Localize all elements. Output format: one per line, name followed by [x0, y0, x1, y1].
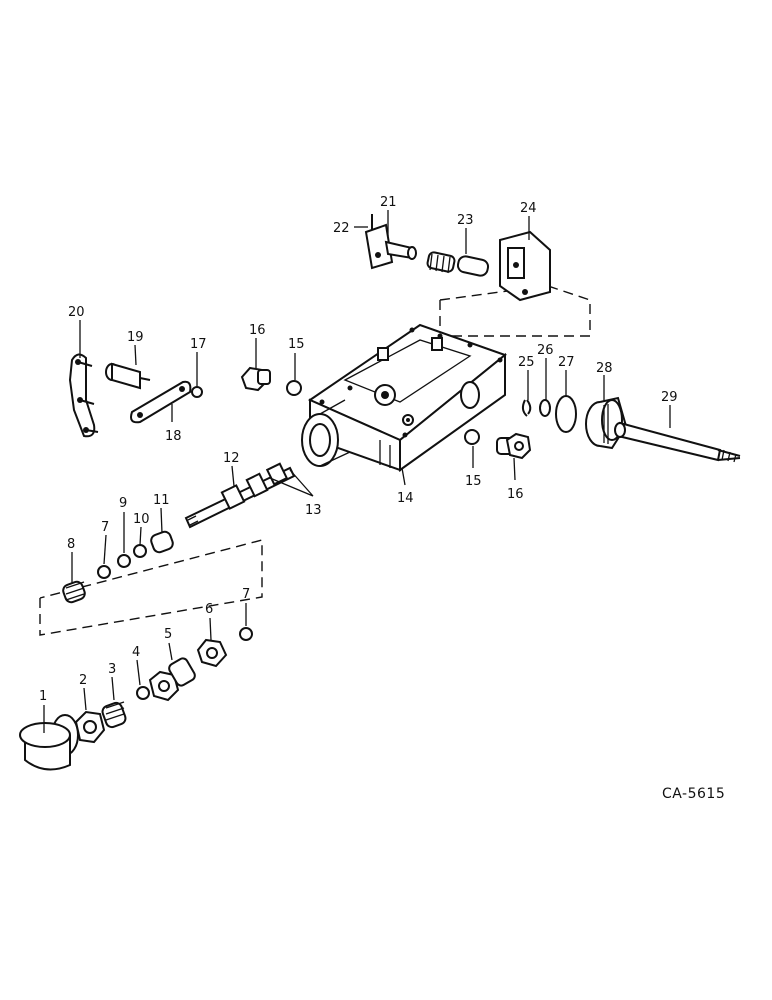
part-21-bracket: [364, 223, 417, 270]
part-2-nut: [74, 710, 106, 744]
callout-20: 20: [68, 305, 85, 320]
part-15-washer-a: [286, 380, 302, 396]
part-23-spring: [426, 251, 490, 277]
callout-25: 25: [518, 355, 535, 370]
callout-23: 23: [457, 213, 474, 228]
callout-14: 14: [397, 491, 414, 506]
part-24-cover: [499, 230, 551, 302]
part-26-washer: [539, 399, 551, 417]
part-29-shaft: [614, 421, 741, 463]
callout-11: 11: [153, 493, 170, 508]
callout-15-a: 15: [288, 337, 305, 352]
part-20-lever: [68, 353, 99, 438]
callout-1: 1: [39, 689, 47, 704]
callout-7-b: 7: [242, 587, 250, 602]
leader-lines: [43, 210, 671, 733]
callout-5: 5: [164, 627, 172, 642]
callout-8: 8: [67, 537, 75, 552]
part-18-link: [130, 380, 192, 424]
callout-7-a: 7: [101, 520, 109, 535]
part-9-ring: [117, 554, 131, 568]
callout-9: 9: [119, 496, 127, 511]
callout-17: 17: [190, 337, 207, 352]
callout-13: 13: [305, 503, 322, 518]
callout-12: 12: [223, 451, 240, 466]
callout-29: 29: [661, 390, 678, 405]
callout-19: 19: [127, 330, 144, 345]
callout-3: 3: [108, 662, 116, 677]
part-5-fitting: [148, 657, 196, 702]
part-14-valve-body: [301, 323, 508, 472]
part-19-pin: [105, 362, 151, 390]
diagram-code: CA-5615: [662, 786, 725, 802]
callout-15-b: 15: [465, 474, 482, 489]
part-3-spring: [101, 701, 127, 729]
callout-16-b: 16: [507, 487, 524, 502]
callout-10: 10: [133, 512, 150, 527]
part-10-ring: [133, 544, 147, 558]
part-16-plug-a: [240, 366, 271, 392]
part-17-clip: [191, 386, 203, 398]
part-12-spool: [184, 462, 296, 529]
callout-28: 28: [596, 361, 613, 376]
part-27-o-ring: [555, 395, 577, 433]
part-4-washer: [136, 686, 150, 700]
part-25-snap-ring: [521, 399, 532, 417]
part-7-washer-a: [97, 565, 111, 579]
callout-22: 22: [333, 221, 350, 236]
callout-labels: 1 2 3 4 5 6 7 8 7 9 10 11 12 13 14 15 16…: [39, 195, 678, 704]
callout-2: 2: [79, 673, 87, 688]
part-16-plug-b: [496, 432, 532, 460]
callout-21: 21: [380, 195, 397, 210]
callout-6: 6: [205, 602, 213, 617]
part-8-spring: [62, 580, 86, 604]
dashed-bracket-lower: [39, 539, 263, 636]
callout-18: 18: [165, 429, 182, 444]
callout-24: 24: [520, 201, 537, 216]
callout-26: 26: [537, 343, 554, 358]
callout-27: 27: [558, 355, 575, 370]
part-7-washer-b: [239, 627, 253, 641]
part-15-washer-b: [464, 429, 480, 445]
part-6-nut: [196, 638, 228, 668]
callout-4: 4: [132, 645, 140, 660]
part-1-cap: [19, 714, 79, 771]
part-11-sleeve: [150, 530, 174, 554]
callout-16-a: 16: [249, 323, 266, 338]
